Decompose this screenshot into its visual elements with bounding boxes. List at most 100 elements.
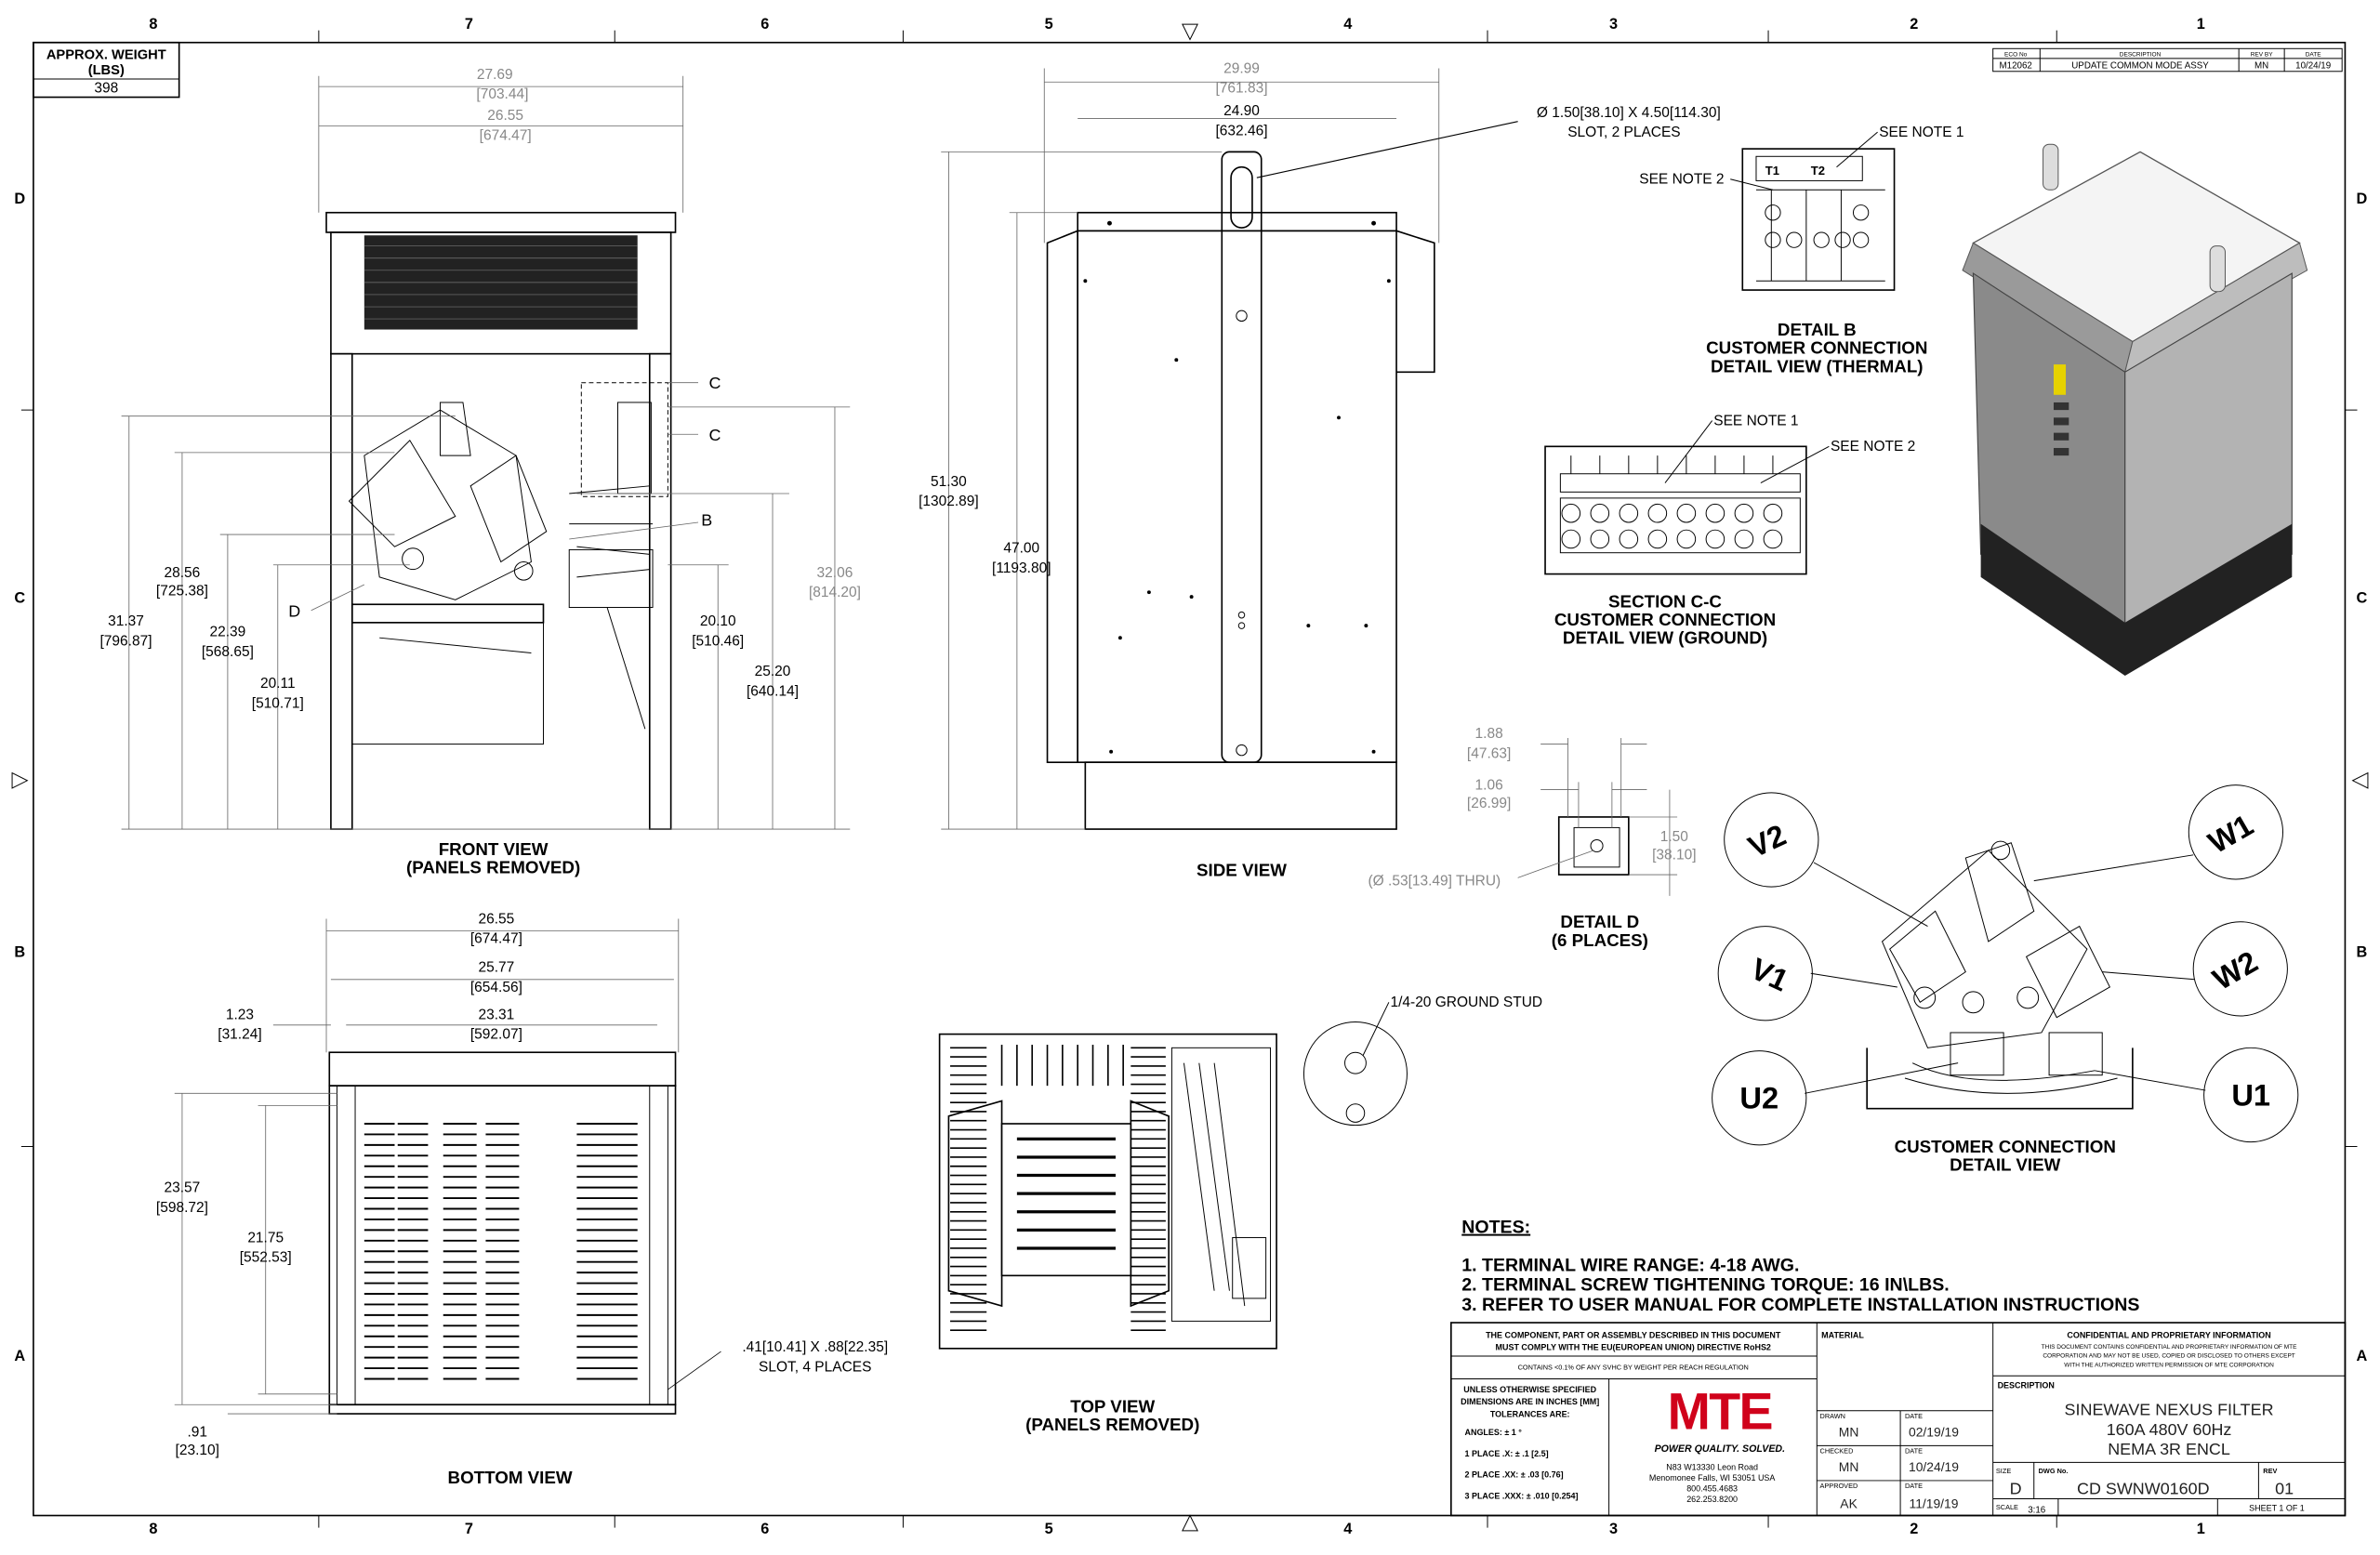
svg-text:SINEWAVE NEXUS FILTER: SINEWAVE NEXUS FILTER xyxy=(2065,1401,2274,1419)
svg-text:B: B xyxy=(2357,943,2368,960)
svg-text:SEE NOTE 2: SEE NOTE 2 xyxy=(1831,439,1915,455)
svg-text:27.69: 27.69 xyxy=(477,67,513,83)
svg-text:1/4-20 GROUND STUD: 1/4-20 GROUND STUD xyxy=(1391,995,1543,1010)
terminal-screw xyxy=(1590,529,1610,549)
svg-text:8: 8 xyxy=(149,1521,157,1537)
top-view: 1/4-20 GROUND STUD TOP VIEW (PANELS REMO… xyxy=(938,995,1543,1434)
svg-text:DETAIL B: DETAIL B xyxy=(1778,320,1857,339)
svg-text:1.06: 1.06 xyxy=(1475,778,1503,794)
svg-text:[568.65]: [568.65] xyxy=(202,644,254,660)
svg-text:[796.87]: [796.87] xyxy=(100,633,152,649)
svg-text:25.77: 25.77 xyxy=(478,960,514,976)
svg-text:N83 W13330 Leon Road: N83 W13330 Leon Road xyxy=(1666,1463,1758,1472)
svg-text:8: 8 xyxy=(149,16,157,33)
svg-text:CONFIDENTIAL AND PROPRIETARY I: CONFIDENTIAL AND PROPRIETARY INFORMATION xyxy=(2067,1330,2270,1339)
svg-text:47.00: 47.00 xyxy=(1003,541,1039,557)
terminal-screw xyxy=(1676,503,1697,523)
revision-block: ECO No DESCRIPTION REV BY DATE M12062 UP… xyxy=(1992,47,2343,72)
svg-text:[1193.80]: [1193.80] xyxy=(992,560,1051,576)
svg-text:ECO No: ECO No xyxy=(2004,51,2028,58)
svg-text:11/19/19: 11/19/19 xyxy=(1910,1496,1959,1510)
svg-text:[26.99]: [26.99] xyxy=(1467,796,1511,811)
svg-text:DESCRIPTION: DESCRIPTION xyxy=(2120,51,2162,58)
svg-text:CUSTOMER CONNECTION: CUSTOMER CONNECTION xyxy=(1895,1137,2116,1156)
svg-text:B: B xyxy=(14,943,25,960)
svg-text:3:16: 3:16 xyxy=(2028,1505,2046,1515)
terminal-screw xyxy=(1763,503,1783,523)
svg-text:28.56: 28.56 xyxy=(165,565,201,581)
customer-connection-detail: V2 W1 V1 W2 U2 U1 CUSTOMER CONNECTION DE… xyxy=(1712,784,2299,1175)
svg-text:[38.10]: [38.10] xyxy=(1652,848,1696,863)
svg-text:AK: AK xyxy=(1840,1496,1858,1510)
svg-text:Menomonee Falls, WI 53051 USA: Menomonee Falls, WI 53051 USA xyxy=(1649,1473,1776,1483)
terminal-screw xyxy=(1561,529,1581,549)
svg-text:6: 6 xyxy=(760,1521,769,1537)
svg-text:[47.63]: [47.63] xyxy=(1467,745,1511,761)
svg-text:1: 1 xyxy=(2197,16,2205,33)
svg-text:7: 7 xyxy=(465,1521,473,1537)
svg-text:[725.38]: [725.38] xyxy=(156,583,208,599)
svg-text:SHEET 1 OF 1: SHEET 1 OF 1 xyxy=(2249,1504,2305,1513)
svg-text:(Ø .53[13.49] THRU): (Ø .53[13.49] THRU) xyxy=(1368,873,1501,889)
svg-text:1.88: 1.88 xyxy=(1475,726,1503,742)
svg-text:5: 5 xyxy=(1045,1521,1053,1537)
svg-text:2 PLACE .XX: ± .03 [0.76]: 2 PLACE .XX: ± .03 [0.76] xyxy=(1465,1470,1564,1480)
zone-row-labels: DC BA DC BA xyxy=(14,191,2367,1364)
top-view-subtitle: (PANELS REMOVED) xyxy=(1025,1415,1199,1434)
svg-text:2: 2 xyxy=(1910,16,1918,33)
svg-text:V2: V2 xyxy=(1743,817,1792,863)
svg-text:[703.44]: [703.44] xyxy=(476,86,528,102)
svg-text:WITH THE AUTHORIZED WRITTEN PE: WITH THE AUTHORIZED WRITTEN PERMISSION O… xyxy=(2064,1362,2274,1368)
svg-text:(6 PLACES): (6 PLACES) xyxy=(1552,930,1648,950)
svg-text:SLOT, 4 PLACES: SLOT, 4 PLACES xyxy=(759,1359,871,1375)
bottom-view: 26.55[674.47] 25.77[654.56] 23.31[592.07… xyxy=(156,911,888,1487)
terminal-screw xyxy=(1619,503,1639,523)
svg-text:[510.46]: [510.46] xyxy=(692,633,744,649)
svg-text:398: 398 xyxy=(94,81,118,97)
svg-text:SIZE: SIZE xyxy=(1996,1467,2011,1475)
svg-text:DESCRIPTION: DESCRIPTION xyxy=(1998,1380,2055,1390)
svg-text:D: D xyxy=(2357,191,2368,207)
svg-text:THIS DOCUMENT CONTAINS CONFIDE: THIS DOCUMENT CONTAINS CONFIDENTIAL AND … xyxy=(2042,1344,2297,1351)
svg-text:SEE NOTE 1: SEE NOTE 1 xyxy=(1879,125,1964,140)
svg-text:T1: T1 xyxy=(1765,164,1779,178)
svg-text:THE COMPONENT, PART OR ASSEMBL: THE COMPONENT, PART OR ASSEMBLY DESCRIBE… xyxy=(1486,1330,1781,1339)
svg-text:UPDATE COMMON MODE ASSY: UPDATE COMMON MODE ASSY xyxy=(2071,61,2209,72)
section-c-c: SEE NOTE 1 SEE NOTE 2 SECTION C-C CUSTOM… xyxy=(1544,413,1915,648)
svg-text:[674.47]: [674.47] xyxy=(480,127,532,143)
svg-text:26.55: 26.55 xyxy=(487,108,523,124)
svg-text:A: A xyxy=(2357,1348,2368,1364)
svg-text:23.31: 23.31 xyxy=(478,1007,514,1022)
svg-text:1.50: 1.50 xyxy=(1660,829,1689,845)
svg-text:NEMA 3R ENCL: NEMA 3R ENCL xyxy=(2108,1440,2230,1458)
terminal-screw xyxy=(1647,529,1668,549)
svg-text:[632.46]: [632.46] xyxy=(1216,123,1268,138)
svg-text:2: 2 xyxy=(1910,1521,1918,1537)
svg-text:[761.83]: [761.83] xyxy=(1216,81,1268,97)
side-view-slot-callout: Ø 1.50[38.10] X 4.50[114.30] xyxy=(1537,105,1721,121)
front-view-title: FRONT VIEW xyxy=(439,839,549,859)
svg-text:DIMENSIONS ARE IN INCHES [MM]: DIMENSIONS ARE IN INCHES [MM] xyxy=(1461,1397,1599,1406)
svg-text:C: C xyxy=(14,590,25,607)
svg-text:W1: W1 xyxy=(2202,808,2259,861)
svg-text:3: 3 xyxy=(1609,16,1618,33)
side-view-title: SIDE VIEW xyxy=(1197,861,1287,880)
svg-text:26.55: 26.55 xyxy=(478,911,514,927)
svg-text:262.253.8200: 262.253.8200 xyxy=(1686,1495,1738,1504)
bottom-view-title: BOTTOM VIEW xyxy=(448,1468,573,1487)
svg-text:CORPORATION AND MAY NOT BE USE: CORPORATION AND MAY NOT BE USED, COPIED … xyxy=(2043,1353,2294,1360)
svg-text:1 PLACE .X: ± .1 [2.5]: 1 PLACE .X: ± .1 [2.5] xyxy=(1465,1449,1549,1458)
svg-text:01: 01 xyxy=(2275,1480,2294,1498)
terminal-screw xyxy=(1647,503,1668,523)
svg-text:02/19/19: 02/19/19 xyxy=(1909,1425,1959,1440)
svg-text:[598.72]: [598.72] xyxy=(156,1200,208,1216)
svg-text:APPROVED: APPROVED xyxy=(1820,1482,1858,1490)
svg-text:22.39: 22.39 xyxy=(210,625,246,640)
svg-text:A: A xyxy=(14,1348,25,1364)
svg-text:T2: T2 xyxy=(1811,164,1825,178)
svg-text:C: C xyxy=(708,374,721,392)
svg-text:2. TERMINAL SCREW TIGHTENING: 2. TERMINAL SCREW TIGHTENING TORQUE: 16 … xyxy=(1461,1275,1949,1296)
svg-text:V1: V1 xyxy=(1746,951,1794,997)
svg-text:D: D xyxy=(2010,1480,2022,1498)
